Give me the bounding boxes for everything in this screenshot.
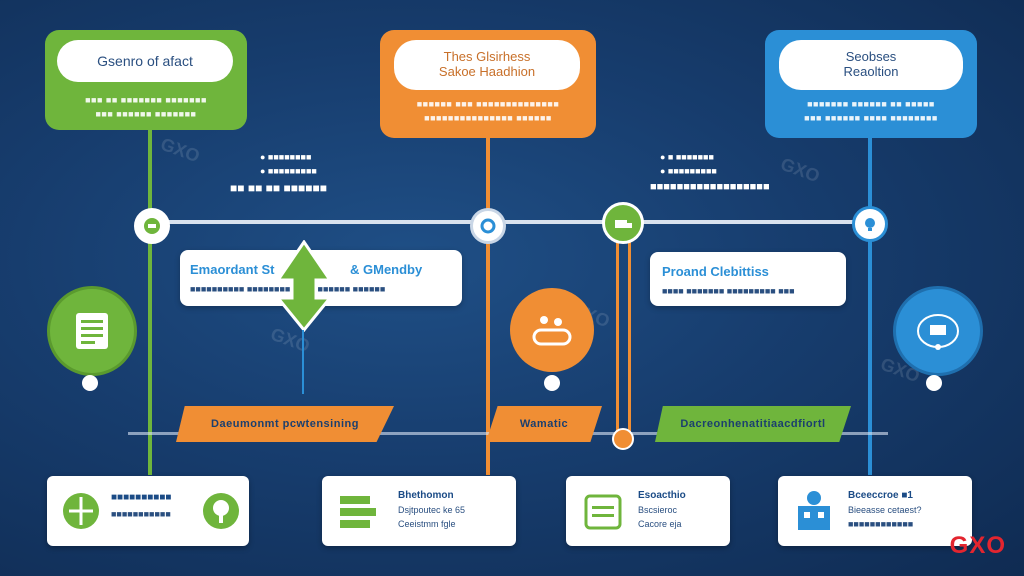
header-subtext-line: ■■■■■■■■■■■■■■■ ■■■■■■: [424, 112, 552, 123]
timeline-node-middle[interactable]: [470, 208, 506, 244]
header-card-middle: Thes Glsirhess Sakoe Haadhion ■■■■■■ ■■■…: [380, 30, 596, 138]
header-title-line2: Reaoltion: [843, 64, 899, 79]
header-title-line1: Thes Glsirhess: [443, 49, 531, 65]
banner-left: Daeumonmt pcwtensining: [176, 406, 394, 442]
banner-right: Dacreonhenatitiaacdfiortl: [655, 406, 851, 442]
calendar-icon: [584, 494, 622, 530]
connector-dot: [544, 375, 560, 391]
delivery-icon: [532, 316, 572, 346]
blue-connector-line: [868, 130, 872, 475]
header-subtext: ■■■ ■■ ■■■■■■■ ■■■■■■■ ■■■ ■■■■■■ ■■■■■■…: [45, 94, 247, 121]
info-box-title: Emaordant St: [190, 262, 275, 277]
note-line: ● ■■■■■■■■: [260, 152, 312, 162]
header-title: Gsenro of afact: [97, 52, 193, 69]
header-subtext-line: ■■■ ■■■■■■ ■■■■■■■: [95, 108, 197, 119]
bottom-card-title: ■■■■■■■■■■: [111, 492, 172, 503]
note-line: ● ■■■■■■■■■: [660, 166, 717, 177]
building-icon: [798, 491, 830, 530]
note-line: ■■■■■■■■■■■■■■■■■■: [650, 180, 770, 193]
header-title-line1: Seobses: [845, 49, 897, 65]
globe-icon: [63, 493, 99, 529]
lightbulb-icon: [865, 218, 875, 231]
timeline-node-green[interactable]: [602, 202, 644, 244]
tree-icon: [203, 493, 239, 529]
header-title-box: Thes Glsirhess Sakoe Haadhion: [394, 40, 580, 90]
bottom-card-4: Bceeccroe ■1 Bieeasse cetaest? ■■■■■■■■■…: [778, 476, 972, 546]
brand-logo: GXO: [949, 532, 1006, 559]
gear-icon: [480, 218, 496, 234]
stack-icon: [340, 496, 376, 528]
banner-middle: Wamatic: [486, 406, 602, 442]
down-arrow-icon: [274, 240, 334, 332]
bottom-card-text: Cacore eja: [638, 519, 682, 529]
note-line: ● ■ ■■■■■■■: [660, 152, 714, 162]
bottom-card-2: Bhethomon Dsjtpoutec ke 65 Ceeistmm fgle: [322, 476, 516, 546]
info-box-text: ■■■■■■■■■■ ■■■■■■■■■■■■■■■■■■■ ■■■■■■: [190, 284, 386, 294]
info-box-right: Proand Clebittiss ■■■■ ■■■■■■■ ■■■■■■■■■…: [650, 252, 846, 306]
bottom-card-text: Dsjtpoutec ke 65: [398, 505, 466, 515]
note-line: ■■ ■■ ■■ ■■■■■■: [230, 180, 327, 195]
bottom-card-1: ■■■■■■■■■■ ■■■■■■■■■■■: [47, 476, 249, 546]
info-box-title: Proand Clebittiss: [662, 264, 769, 279]
header-title-box: Seobses Reaoltion: [779, 40, 963, 90]
info-box-text: ■■■■ ■■■■■■■ ■■■■■■■■■ ■■■: [662, 286, 795, 296]
header-card-left: Gsenro of afact ■■■ ■■ ■■■■■■■ ■■■■■■■ ■…: [45, 30, 247, 130]
timeline-node-small[interactable]: [612, 428, 634, 450]
bottom-card-3: Esoacthio Bscsieroc Cacore eja: [566, 476, 730, 546]
delivery-circle: [510, 288, 594, 372]
header-subtext-line: ■■■ ■■ ■■■■■■■ ■■■■■■■: [85, 95, 207, 105]
bottom-card-text: ■■■■■■■■■■■■: [848, 519, 914, 529]
timeline-node-right[interactable]: [852, 206, 888, 242]
header-subtext: ■■■■■■■ ■■■■■■ ■■ ■■■■■ ■■■ ■■■■■■ ■■■■ …: [765, 98, 977, 125]
header-subtext-line: ■■■ ■■■■■■ ■■■■ ■■■■■■■■: [804, 112, 938, 123]
header-card-right: Seobses Reaoltion ■■■■■■■ ■■■■■■ ■■ ■■■■…: [765, 30, 977, 138]
orange-connector-line-2: [616, 230, 619, 445]
bottom-card-title: Bhethomon: [398, 490, 454, 501]
header-title-line2: Sakoe Haadhion: [438, 64, 536, 79]
bottom-card-title: Bceeccroe ■1: [848, 490, 913, 501]
truck-icon: [615, 220, 632, 228]
note-left: ● ■■■■■■■■ ● ■■■■■■■■■ ■■ ■■ ■■ ■■■■■■: [230, 150, 410, 198]
watermark: GXO: [157, 133, 203, 167]
checklist-circle: [47, 286, 137, 376]
connector-dot: [82, 375, 98, 391]
header-subtext-line: ■■■■■■■ ■■■■■■ ■■ ■■■■■: [807, 99, 935, 109]
analytics-icon: [917, 314, 959, 350]
header-subtext: ■■■■■■ ■■■ ■■■■■■■■■■■■■■ ■■■■■■■■■■■■■■…: [380, 98, 596, 125]
header-subtext-line: ■■■■■■ ■■■ ■■■■■■■■■■■■■■: [416, 99, 560, 109]
bottom-card-text: Bscsieroc: [638, 505, 678, 515]
header-title-box: Gsenro of afact: [57, 40, 233, 82]
bottom-card-text: Ceeistmm fgle: [398, 519, 456, 529]
bottom-card-title: Esoacthio: [638, 490, 686, 501]
orange-connector-line-3: [628, 230, 631, 445]
chat-icon: [144, 218, 160, 234]
orange-connector-line: [486, 130, 490, 475]
bottom-card-text: ■■■■■■■■■■■: [111, 509, 171, 519]
timeline-node-left[interactable]: [134, 208, 170, 244]
main-timeline: [150, 220, 870, 224]
arrow-stem: [302, 330, 304, 394]
bottom-card-text: Bieeasse cetaest?: [848, 505, 922, 515]
green-connector-line: [148, 130, 152, 475]
checklist-icon: [76, 313, 108, 349]
note-right: ● ■ ■■■■■■■ ● ■■■■■■■■■ ■■■■■■■■■■■■■■■■…: [650, 150, 800, 196]
connector-dot: [926, 375, 942, 391]
note-line: ● ■■■■■■■■■: [260, 166, 317, 177]
analytics-circle: [893, 286, 983, 376]
info-box-title-2: & GMendby: [350, 262, 423, 277]
